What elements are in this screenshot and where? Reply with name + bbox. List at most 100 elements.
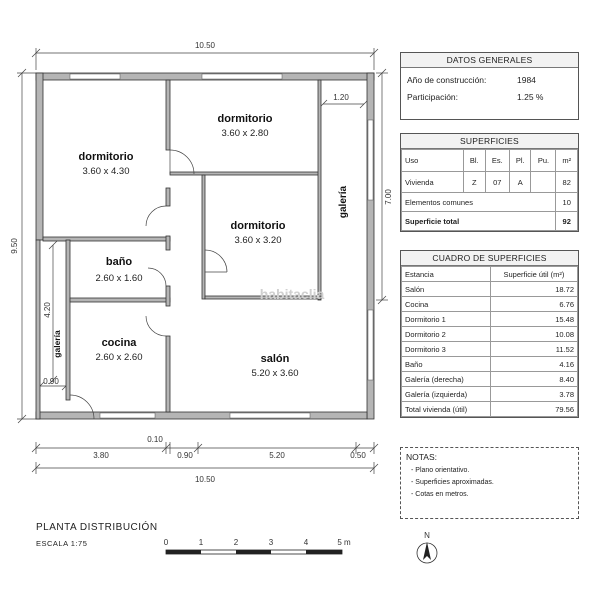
room-size-bano: 2.60 x 1.60 [95,273,142,284]
table-cell: Galería (izquierda) [401,386,491,402]
dimension-lines [17,48,388,474]
room-label-dormitorio-2: dormitorio [218,113,273,125]
table-cell [530,171,557,193]
room-label-galeria-left: galería [52,330,62,358]
room-size-dormitorio-1: 3.60 x 4.30 [82,166,129,177]
superficies-panel: SUPERFICIES Uso Bl. Es. Pl. Pu. m² Vivie… [400,133,579,232]
datos-generales-title: DATOS GENERALES [401,53,578,68]
scale-bar [165,549,343,555]
room-label-salon: salón [261,353,290,365]
header-cell: Es. [484,149,510,172]
table-row: Galería (izquierda)3.78 [401,386,579,402]
table-cell: Salón [401,281,491,297]
table-cell: Elementos comunes [400,192,557,212]
table-cell: Z [463,171,486,193]
room-label-dormitorio-3: dormitorio [231,220,286,232]
table-cell: 3.78 [489,386,579,402]
dim-bottom-2: 0.10 [147,435,163,444]
scale-tick-4: 4 [304,538,309,547]
table-row: Galería (derecha)8.40 [401,371,579,387]
room-label-cocina: cocina [102,337,138,349]
room-label-dormitorio-1: dormitorio [79,151,134,163]
dim-bottom-5: 0.50 [350,451,366,460]
dim-left-gallery-width: 0.90 [43,377,59,386]
note-item: - Plano orientativo. [411,467,470,474]
scale-tick-0: 0 [164,538,169,547]
cuadro-title: CUADRO DE SUPERFICIES [401,251,578,266]
table-row: Vivienda Z 07 A 82 [401,171,578,193]
header-cell: Pl. [508,149,532,172]
table-cell: 4.16 [489,356,579,372]
table-cell: 92 [555,211,578,231]
room-size-salon: 5.20 x 3.60 [251,368,298,379]
datos-label: Año de construcción: [407,75,487,85]
dim-left-gallery: 4.20 [43,302,52,318]
table-cell: Baño [401,356,491,372]
dim-left: 9.50 [10,238,19,254]
room-size-cocina: 2.60 x 2.60 [95,352,142,363]
table-cell: 6.76 [489,296,579,312]
walls [35,72,375,420]
dim-bottom-3: 0.90 [177,451,193,460]
room-label-galeria-right: galería [338,185,349,218]
header-cell: Superficie útil (m²) [489,266,579,282]
note-item: - Cotas en metros. [411,491,469,498]
table-cell: 8.40 [489,371,579,387]
header-cell: Pu. [530,149,557,172]
north-label: N [424,531,430,540]
datos-value: 1984 [517,75,536,85]
dim-bottom-4: 5.20 [269,451,285,460]
table-row: Superficie total 92 [400,211,578,231]
room-size-dormitorio-2: 3.60 x 2.80 [221,128,268,139]
title-block: PLANTA DISTRIBUCIÓN ESCALA 1:75 [36,522,158,548]
windows [69,73,374,419]
table-cell: Galería (derecha) [401,371,491,387]
cuadro-panel: CUADRO DE SUPERFICIES Estancia Superfici… [400,250,579,418]
scale-tick-5: 5 m [337,538,351,547]
table-cell: Total vivienda (útil) [401,401,491,417]
north-arrow-icon [416,542,438,564]
scale-tick-3: 3 [269,538,274,547]
scale-tick-2: 2 [234,538,239,547]
datos-label: Participación: [407,92,459,102]
table-cell: 07 [484,171,510,193]
header-cell: Uso [401,149,464,172]
dim-top: 10.50 [195,41,216,50]
room-size-dormitorio-3: 3.60 x 3.20 [234,235,281,246]
table-header-row: Estancia Superficie útil (m²) [401,266,579,282]
datos-value: 1.25 % [517,92,544,102]
table-header-row: Uso Bl. Es. Pl. Pu. m² [401,149,578,172]
header-cell: Bl. [463,149,486,172]
table-cell: A [508,171,532,193]
table-row: Elementos comunes 10 [400,192,578,212]
plan-title: PLANTA DISTRIBUCIÓN [36,522,158,533]
datos-row: Año de construcción: 1984 [401,72,578,89]
table-cell: 15.48 [489,311,579,327]
table-cell: Dormitorio 3 [401,341,491,357]
table-row: Total vivienda (útil)79.56 [401,401,579,417]
table-cell: Dormitorio 1 [401,311,491,327]
datos-generales-panel: DATOS GENERALES Año de construcción: 198… [400,52,579,120]
watermark-logo: habitaclia [260,286,325,302]
plan-scale: ESCALA 1:75 [36,539,88,548]
scale-tick-1: 1 [199,538,204,547]
dim-right: 7.00 [384,189,393,205]
table-cell: 11.52 [489,341,579,357]
table-cell: Cocina [401,296,491,312]
superficies-title: SUPERFICIES [401,134,578,149]
table-cell: Dormitorio 2 [401,326,491,342]
notas-title: NOTAS: [406,452,438,462]
table-cell: 82 [555,171,578,193]
note-item: - Superficies aproximadas. [411,479,494,486]
superficies-table: Uso Bl. Es. Pl. Pu. m² Vivienda Z 07 A 8… [400,149,578,231]
dim-gallery: 1.20 [333,93,349,102]
notas-panel: NOTAS: - Plano orientativo. - Superficie… [400,447,579,519]
table-cell: 10 [555,192,578,212]
